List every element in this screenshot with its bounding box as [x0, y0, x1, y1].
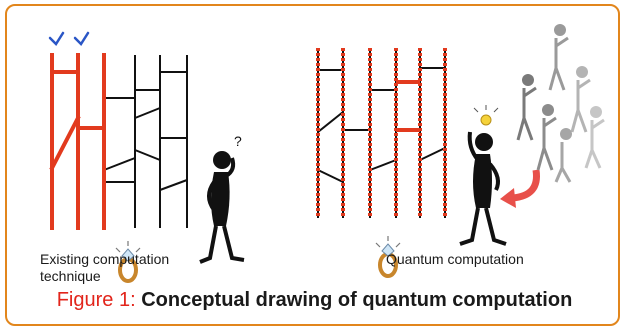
- figure-frame: [5, 4, 620, 326]
- svg-text:?: ?: [234, 133, 242, 149]
- figure-number: Figure 1:: [56, 289, 136, 311]
- figure-caption: Figure 1: Conceptual drawing of quantum …: [0, 288, 629, 312]
- ladder-diagram-quantum: [316, 48, 447, 218]
- checkmark-icon: [73, 31, 90, 46]
- ladder-diagram-classical: [49, 53, 188, 230]
- lightbulb-icon: [473, 105, 499, 126]
- checkmark-icon: [48, 31, 65, 46]
- quantum-label: Quantum computation: [386, 251, 524, 267]
- ring-icon: [375, 236, 401, 278]
- thinking-person-icon: ?: [199, 133, 245, 264]
- thinking-person-icon: [459, 131, 507, 246]
- curved-arrow-icon: [500, 169, 540, 208]
- thinking-crowd-icon: [516, 24, 605, 183]
- ring-icon: [115, 241, 141, 283]
- figure-title: Conceptual drawing of quantum computatio…: [141, 289, 573, 311]
- classical-label: Existing computation technique: [40, 251, 170, 284]
